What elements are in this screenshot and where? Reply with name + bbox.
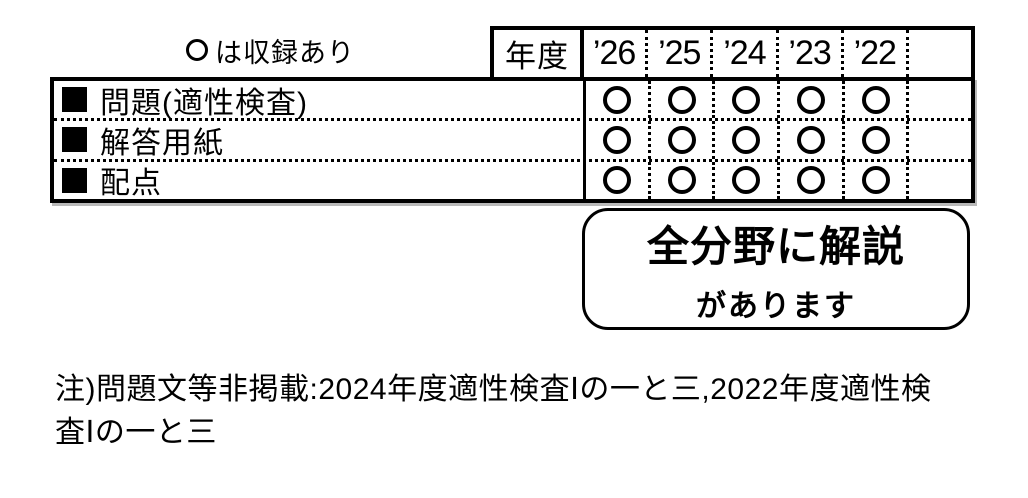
included-circle-icon [667,125,696,154]
square-bullet-icon [62,87,87,113]
value-cell [647,161,713,199]
footnote-line2: 査Ⅰの一と三 [55,416,217,449]
year-column-header: ’25 [645,30,710,77]
value-cell [647,121,713,159]
included-circle-icon [796,85,825,114]
table-row: 配点 [54,158,971,200]
value-cell [712,161,777,199]
row-label: 配点 [100,167,162,201]
year-column-header: ’24 [710,30,775,77]
value-cell [777,121,842,159]
year-header-label: 年度 [490,26,584,81]
value-cell [586,121,648,158]
value-cell-empty [906,161,971,199]
row-values [583,161,971,199]
legend-text: は収録あり [215,37,355,68]
included-circle-icon [732,166,761,195]
included-circle-icon [667,166,696,195]
value-cell [712,121,777,159]
value-cell [586,81,648,118]
commentary-callout: 全分野に解説 があります [582,208,970,330]
value-cell [777,161,842,199]
row-values [583,121,971,159]
callout-line1: 全分野に解説 [646,223,905,270]
year-column-header: ’23 [775,30,841,77]
included-circle-icon [602,85,631,114]
square-bullet-icon [62,127,87,153]
year-header-row: ’26 ’25 ’24 ’23 ’22 [583,26,975,77]
table-row: 問題(適性検査) [54,81,971,120]
footnote-line1: 注)問題文等非掲載:2024年度適性検査Ⅰの一と三,2022年度適性検 [55,373,932,406]
year-column-header-empty [905,30,971,77]
included-circle-icon [602,125,631,154]
included-circle-icon [861,125,890,154]
row-label: 問題(適性検査) [100,86,308,120]
value-cell [586,162,648,199]
value-cell [712,81,777,119]
included-circle-icon [796,125,825,154]
table-row: 解答用紙 [54,118,971,160]
value-cell [647,81,713,119]
included-circle-icon [861,166,890,195]
value-cell [841,121,907,159]
circle-mark-icon [186,39,208,61]
included-circle-icon [796,166,825,195]
row-label-cell: 解答用紙 [54,121,583,160]
value-cell-empty [906,81,971,119]
value-cell-empty [906,121,971,159]
square-bullet-icon [62,167,87,193]
value-cell [777,81,842,119]
legend: は収録あり [186,33,355,68]
included-circle-icon [602,166,631,195]
year-column-header: ’22 [840,30,906,77]
row-label-cell: 問題(適性検査) [54,81,583,120]
callout-line2: があります [696,290,856,323]
included-circle-icon [732,85,761,114]
included-circle-icon [732,125,761,154]
footnote: 注)問題文等非掲載:2024年度適性検査Ⅰの一と三,2022年度適性検 査Ⅰの一… [55,368,995,454]
value-cell [841,161,907,199]
year-column-header: ’26 [592,34,636,72]
included-circle-icon [861,85,890,114]
row-label-cell: 配点 [54,162,583,200]
row-label: 解答用紙 [100,127,224,160]
availability-table: 問題(適性検査) 解答用紙 [50,77,975,203]
row-values [583,81,971,119]
included-circle-icon [667,85,696,114]
value-cell [841,81,907,119]
